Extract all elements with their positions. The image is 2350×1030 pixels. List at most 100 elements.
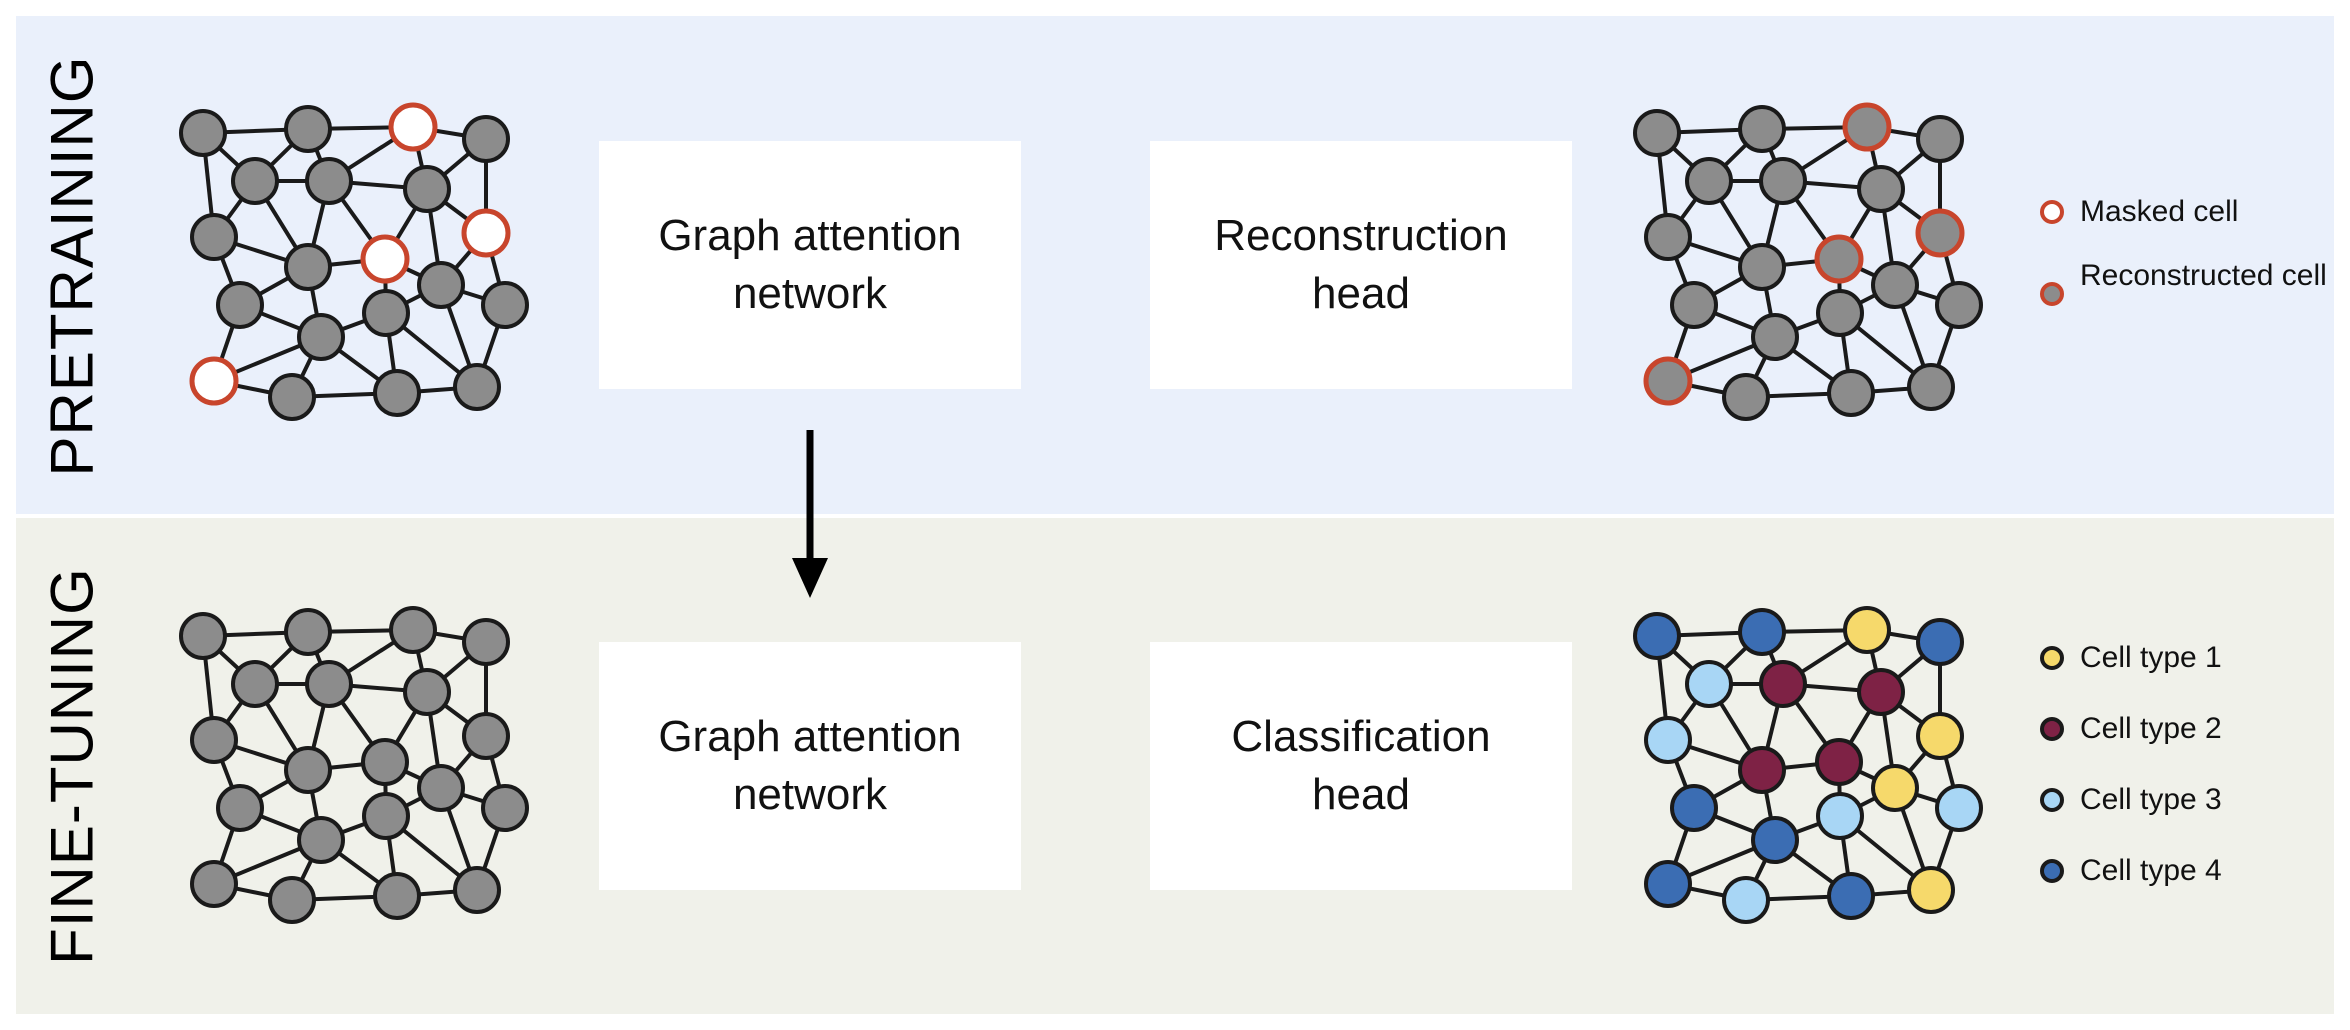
graph-node-gray [268, 876, 316, 924]
legend-label-cell-type-2: Cell type 2 [2080, 712, 2222, 745]
legend-item-masked-cell: Masked cell [2040, 195, 2350, 230]
graph-node-recon [1915, 208, 1965, 258]
graph-node-type1 [1907, 866, 1955, 914]
legend-item-cell-type-2: Cell type 2 [2040, 712, 2350, 747]
graph-node-type1 [1916, 712, 1964, 760]
graph-node-type1 [1871, 764, 1919, 812]
graph-node-gray [284, 746, 332, 794]
graph-node-masked [360, 234, 410, 284]
graph-finetuning-output [1633, 606, 1983, 924]
graph-node-masked [461, 208, 511, 258]
graph-node-type4 [1738, 608, 1786, 656]
graph-node-type3 [1722, 876, 1770, 924]
legend-item-cell-type-4: Cell type 4 [2040, 854, 2350, 889]
graph-node-gray [362, 289, 410, 337]
graph-node-gray [481, 784, 529, 832]
graph-node-gray [305, 660, 353, 708]
graph-node-type4 [1670, 784, 1718, 832]
graph-node-gray [179, 612, 227, 660]
masked-cell-swatch [2040, 200, 2064, 224]
cell-type-3-swatch [2040, 788, 2064, 812]
graph-node-gray [190, 213, 238, 261]
reconstruction-head-label: Reconstruction head [1214, 211, 1508, 318]
graph-node-gray [1738, 243, 1786, 291]
graph-node-type3 [1644, 716, 1692, 764]
legend-label-cell-type-3: Cell type 3 [2080, 783, 2222, 816]
graph-node-type4 [1827, 872, 1875, 920]
finetuning-encoder-label: Graph attention network [658, 712, 962, 819]
graph-node-type3 [1935, 784, 1983, 832]
graph-node-gray [453, 363, 501, 411]
graph-node-recon [1643, 356, 1693, 406]
graph-node-gray [1759, 157, 1807, 205]
legend-item-cell-type-1: Cell type 1 [2040, 641, 2350, 676]
graph-node-type3 [1685, 660, 1733, 708]
graph-node-gray [1670, 281, 1718, 329]
graph-node-gray [284, 243, 332, 291]
graph-node-gray [216, 784, 264, 832]
graph-node-gray [361, 738, 409, 786]
graph-node-type2 [1738, 746, 1786, 794]
graph-node-gray [417, 261, 465, 309]
graph-node-gray [362, 792, 410, 840]
graph-node-gray [1916, 115, 1964, 163]
graph-node-gray [389, 606, 437, 654]
graph-node-gray [231, 157, 279, 205]
legend-item-cell-type-3: Cell type 3 [2040, 783, 2350, 818]
graph-node-gray [297, 816, 345, 864]
reconstruction-head-box: Reconstruction head [1150, 141, 1572, 389]
graph-node-gray [284, 105, 332, 153]
graph-node-type2 [1815, 738, 1863, 786]
graph-node-gray [453, 866, 501, 914]
graph-node-recon [1842, 102, 1892, 152]
legend-label-cell-type-4: Cell type 4 [2080, 854, 2222, 887]
graph-node-masked [189, 356, 239, 406]
graph-pretraining-output [1633, 102, 1983, 421]
graph-node-gray [462, 712, 510, 760]
cell-type-2-swatch [2040, 717, 2064, 741]
graph-node-masked [388, 102, 438, 152]
graph-node-gray [179, 109, 227, 157]
graph-node-type2 [1857, 668, 1905, 716]
graph-node-gray [297, 313, 345, 361]
graph-node-gray [231, 660, 279, 708]
cell-type-1-swatch [2040, 646, 2064, 670]
pretraining-encoder-label: Graph attention network [658, 211, 962, 318]
graph-node-gray [1827, 369, 1875, 417]
graph-node-type4 [1633, 612, 1681, 660]
graph-node-gray [1751, 313, 1799, 361]
graph-node-gray [373, 872, 421, 920]
graph-node-gray [216, 281, 264, 329]
graph-node-gray [373, 369, 421, 417]
graph-node-type4 [1916, 618, 1964, 666]
graph-node-recon [1814, 234, 1864, 284]
graph-node-gray [1738, 105, 1786, 153]
graph-node-type4 [1644, 860, 1692, 908]
graph-node-gray [1644, 213, 1692, 261]
classification-head-box: Classification head [1150, 642, 1572, 890]
classification-head-label: Classification head [1231, 712, 1491, 819]
graph-node-gray [1857, 165, 1905, 213]
graph-node-gray [1871, 261, 1919, 309]
transfer-arrow-head [792, 558, 828, 598]
cell-type-4-swatch [2040, 859, 2064, 883]
graph-node-gray [417, 764, 465, 812]
graph-node-gray [403, 668, 451, 716]
graph-node-gray [190, 716, 238, 764]
graph-node-gray [284, 608, 332, 656]
graph-node-gray [1685, 157, 1733, 205]
graph-pretraining-input [179, 102, 529, 421]
legend-label-masked-cell: Masked cell [2080, 195, 2239, 228]
graph-node-gray [1816, 289, 1864, 337]
graph-node-gray [1907, 363, 1955, 411]
graph-node-type2 [1759, 660, 1807, 708]
graph-node-type1 [1843, 606, 1891, 654]
finetuning-encoder-box: Graph attention network [599, 642, 1021, 890]
graph-node-gray [1722, 373, 1770, 421]
pretraining-encoder-box: Graph attention network [599, 141, 1021, 389]
graph-finetuning-input [179, 606, 529, 924]
reconstructed-cell-swatch [2040, 282, 2064, 306]
graph-node-gray [1935, 281, 1983, 329]
graph-node-type3 [1816, 792, 1864, 840]
